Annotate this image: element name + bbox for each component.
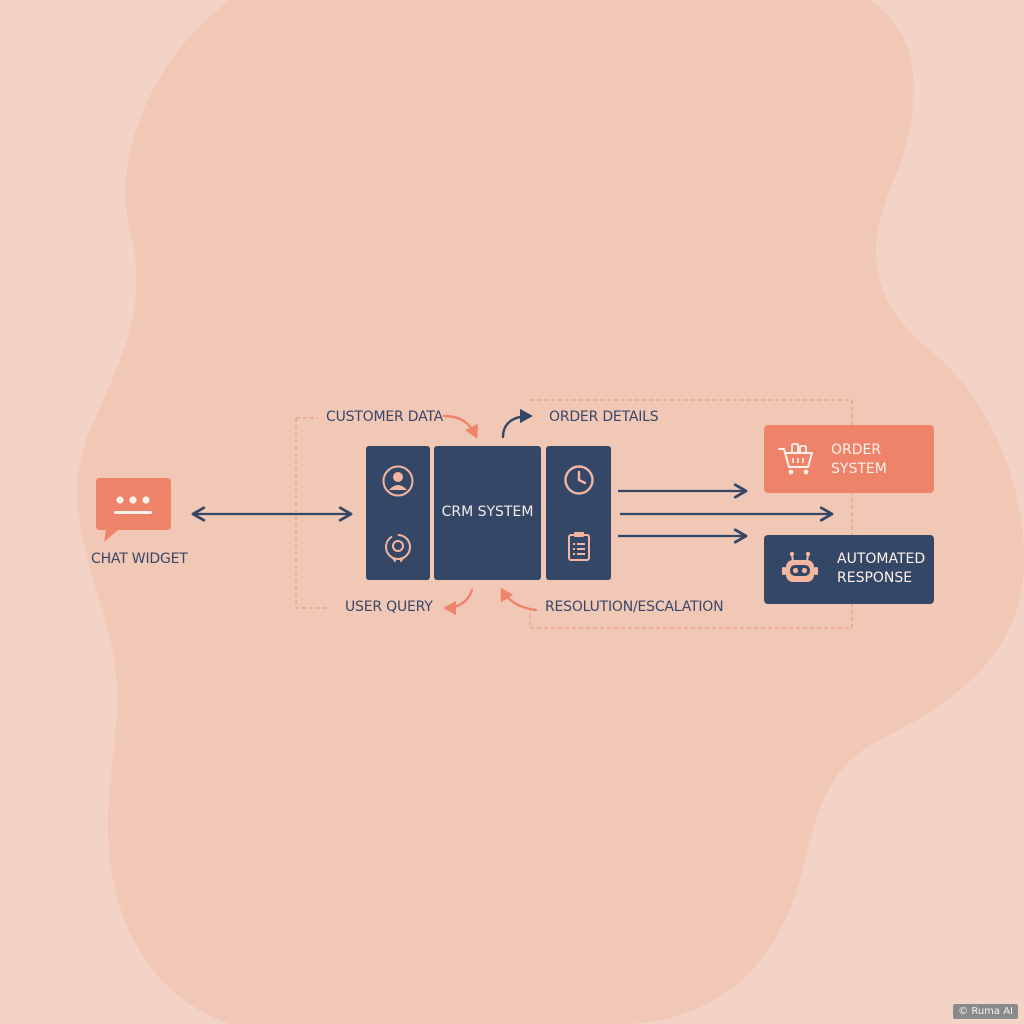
user-query-label: USER QUERY bbox=[345, 599, 433, 615]
order-system-box[interactable]: ORDER SYSTEM bbox=[764, 425, 934, 493]
user-circle-icon bbox=[382, 465, 414, 497]
shopping-cart-icon bbox=[778, 443, 813, 475]
customer-data-label: CUSTOMER DATA bbox=[326, 409, 444, 425]
customer-data-arrow bbox=[442, 414, 478, 439]
chat-widget[interactable] bbox=[96, 478, 172, 544]
chat-widget-label: CHAT WIDGET bbox=[91, 551, 188, 567]
chat-bubble-icon bbox=[96, 478, 171, 542]
order-details-label: ORDER DETAILS bbox=[549, 409, 659, 425]
left-dashed-boundary bbox=[295, 417, 330, 609]
resolution-arrow bbox=[500, 587, 538, 612]
order-system-line2: SYSTEM bbox=[831, 461, 887, 477]
watermark: © Ruma AI bbox=[953, 1004, 1018, 1019]
clock-icon bbox=[564, 465, 594, 495]
automated-response-line2: RESPONSE bbox=[837, 570, 913, 586]
right-dashed-boundary bbox=[529, 399, 853, 629]
user-query-arrow bbox=[443, 588, 474, 616]
crm-right-panel[interactable] bbox=[546, 446, 611, 580]
automated-response-box[interactable]: AUTOMATED RESPONSE bbox=[764, 535, 934, 604]
order-details-arrow bbox=[501, 408, 533, 439]
crm-left-panel[interactable] bbox=[366, 446, 430, 580]
automated-response-line1: AUTOMATED bbox=[837, 551, 926, 567]
clipboard-icon bbox=[568, 532, 590, 561]
crm-center-panel[interactable]: CRM SYSTEM bbox=[434, 446, 541, 580]
resolution-escalation-label: RESOLUTION/ESCALATION bbox=[545, 599, 724, 615]
robot-icon bbox=[782, 551, 818, 582]
crm-system-label: CRM SYSTEM bbox=[441, 504, 534, 520]
order-system-line1: ORDER bbox=[831, 442, 882, 458]
support-ring-icon bbox=[385, 534, 411, 562]
